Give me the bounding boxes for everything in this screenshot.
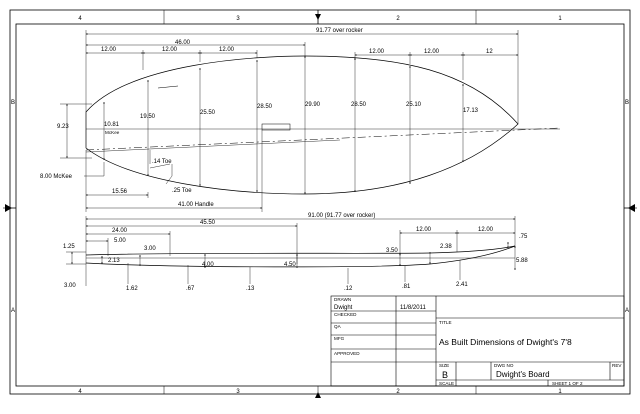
label-mckee-1: McKee [105, 130, 120, 135]
dim-overall-top [85, 30, 519, 124]
zone-top-3: 3 [236, 16, 240, 22]
label-seg3: 12.00 [219, 47, 235, 53]
label-w2550: 25.50 [200, 110, 216, 116]
tb-scale-label: SCALE [439, 381, 454, 386]
label-seg6: 12 [486, 49, 493, 55]
tb-rev-label: REV [612, 363, 622, 368]
zone-top-2: 2 [396, 16, 400, 22]
label-w1950: 19.50 [140, 114, 156, 120]
label-4550: 45.50 [200, 220, 216, 226]
label-b12: .12 [344, 286, 353, 292]
center-mark-top [315, 10, 321, 24]
label-overall-top: 91.77 over rocker [316, 28, 363, 34]
board-outline [85, 55, 519, 195]
side-view [85, 245, 516, 268]
label-w923: 9.23 [57, 124, 69, 130]
label-t213: 2.13 [108, 258, 120, 264]
label-w2510: 25.10 [406, 102, 422, 108]
label-b67: .67 [186, 286, 195, 292]
zone-top-4: 4 [78, 16, 82, 22]
label-seg5: 12.00 [424, 49, 440, 55]
label-1556: 15.56 [112, 189, 128, 195]
dim-46 [85, 42, 306, 56]
label-side-overall: 91.00 (91.77 over rocker) [308, 213, 375, 219]
zone-right-b: B [625, 100, 629, 106]
label-t588: 5.88 [516, 258, 528, 264]
dim-side-thickness [66, 241, 516, 284]
label-2400: 24.00 [112, 228, 128, 234]
dim-side-horizontal [85, 216, 516, 286]
label-46: 46.00 [175, 40, 191, 46]
drawing-frame [9, 9, 631, 395]
center-mark-left [3, 204, 16, 212]
tb-size: B [442, 370, 448, 380]
zone-left-b: B [11, 100, 15, 106]
tb-drawn-by: Dwight [334, 305, 353, 311]
zone-bottom-3: 3 [236, 389, 240, 395]
label-seg2: 12.00 [162, 47, 178, 53]
label-b300: 3.00 [64, 283, 76, 289]
label-t238: 2.38 [440, 244, 452, 250]
board-bottom-line [85, 245, 516, 268]
label-b162: 1.62 [126, 286, 138, 292]
tb-qa-label: QA [334, 324, 342, 329]
centerline-dash [85, 127, 561, 151]
zone-left-a: A [11, 308, 15, 314]
label-toe-14: .14 Toe [152, 159, 172, 165]
dim-segments [85, 50, 519, 80]
tb-dwg-no: Dwight's Board [496, 370, 550, 379]
zone-bottom-4: 4 [78, 389, 82, 395]
center-mark-bottom [315, 392, 321, 398]
plan-view [85, 55, 561, 195]
tb-sheet: SHEET 1 OF 2 [552, 381, 583, 386]
tb-title: As Built Dimensions of Dwight's 7'8 [439, 337, 572, 347]
tb-mfg-label: MFG [334, 336, 345, 341]
handle-slot [261, 123, 291, 131]
tb-drawn-date: 11/8/2011 [400, 305, 426, 311]
tb-dwg-label: DWG NO [494, 363, 514, 368]
label-s1200b: 12.00 [478, 227, 494, 233]
dim-widths [60, 55, 464, 195]
label-t125: 1.25 [63, 244, 75, 250]
center-mark-right [624, 204, 637, 212]
label-b241: 2.41 [456, 282, 468, 288]
label-t75: .75 [519, 234, 528, 240]
label-w1713: 17.13 [463, 108, 479, 114]
board-deck-line [85, 245, 516, 256]
label-mckee-800: 8.00 McKee [40, 174, 73, 180]
label-t400: 4.00 [202, 262, 214, 268]
tb-title-label: TITLE [439, 320, 452, 325]
tb-checked-label: CHECKED [334, 312, 357, 317]
zone-bottom-2: 2 [396, 389, 400, 395]
tb-size-label: SIZE [439, 363, 449, 368]
dim-toe-lines [84, 130, 263, 212]
label-w2850b: 28.50 [351, 102, 367, 108]
tb-approved-label: APPROVED [334, 351, 360, 356]
label-w1081: 10.81 [104, 122, 120, 128]
label-seg1: 12.00 [101, 47, 117, 53]
label-w2990: 29.90 [305, 102, 321, 108]
zone-right-a: A [625, 308, 629, 314]
label-toe-25: .25 Toe [172, 188, 192, 194]
label-b13: .13 [246, 286, 255, 292]
label-b81: .81 [402, 284, 411, 290]
label-t450: 4.50 [284, 262, 296, 268]
zone-top-1: 1 [558, 16, 562, 22]
label-500: 5.00 [114, 238, 126, 244]
label-s1200a: 12.00 [416, 227, 432, 233]
zone-bottom-1: 1 [558, 389, 562, 395]
label-t300a: 3.00 [144, 246, 156, 252]
label-t350: 3.50 [386, 248, 398, 254]
label-w2850a: 28.50 [257, 104, 273, 110]
title-block [330, 295, 625, 387]
tb-drawn-label: DRAWN [334, 297, 351, 302]
label-seg4: 12.00 [369, 49, 385, 55]
label-handle: 41.00 Handle [178, 202, 214, 208]
